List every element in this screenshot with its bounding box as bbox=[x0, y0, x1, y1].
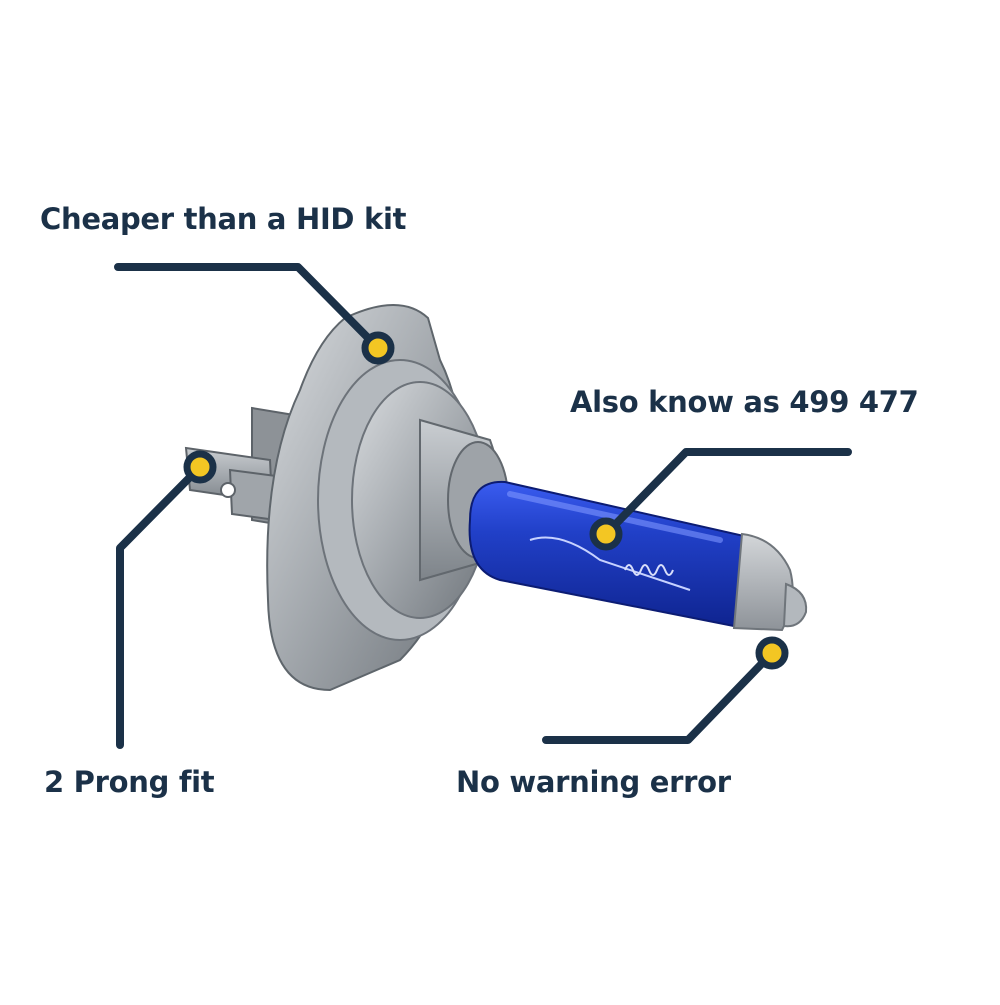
indicator-dot-also-known bbox=[589, 517, 623, 551]
callout-cheaper-label: Cheaper than a HID kit bbox=[40, 202, 407, 236]
indicator-dot-prong bbox=[183, 450, 217, 484]
tip-cap bbox=[732, 532, 808, 632]
callout-prong-label: 2 Prong fit bbox=[44, 765, 215, 799]
leader-line-warning bbox=[542, 649, 776, 744]
callout-also-known-label: Also know as 499 477 bbox=[570, 385, 919, 419]
leader-line-also-known bbox=[602, 448, 852, 538]
leader-line-prong bbox=[116, 463, 204, 749]
callout-warning-label: No warning error bbox=[456, 765, 731, 799]
indicator-dot-warning bbox=[755, 636, 789, 670]
indicator-dot-cheaper bbox=[361, 331, 395, 365]
leader-line-cheaper bbox=[114, 263, 382, 352]
blue-glass-capsule bbox=[468, 480, 746, 628]
